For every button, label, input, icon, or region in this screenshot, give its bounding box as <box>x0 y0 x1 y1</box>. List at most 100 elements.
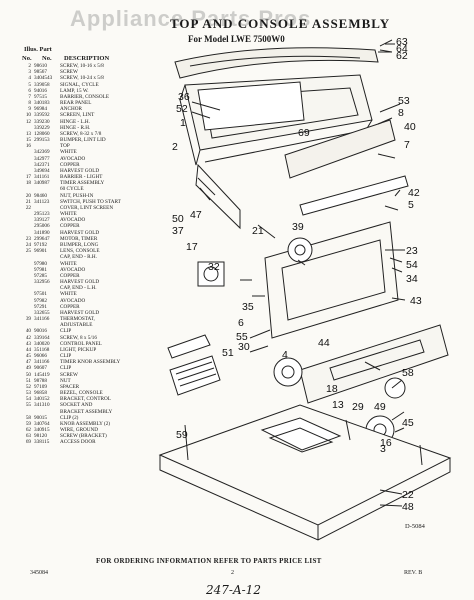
part-description: AVOCADO <box>60 297 86 304</box>
part-description: HARVEST GOLD <box>60 167 100 174</box>
part-description: CAP, END - R.H. <box>60 254 97 261</box>
parts-row: 97285 COPPER <box>18 273 168 279</box>
illus-no: 53 <box>25 390 31 397</box>
part-description: TIMER KNOB ASSEMBLY <box>60 359 121 366</box>
illus-no: 63 <box>25 433 31 440</box>
illus-header: Illus. Part <box>24 46 52 53</box>
illus-no: 43 <box>25 340 31 347</box>
part-no: 341161 <box>34 174 50 181</box>
callout-35: 35 <box>242 301 254 313</box>
part-no: 98610 <box>34 63 47 69</box>
part-description: SCREW (BRACKET) <box>60 433 107 440</box>
callout-3: 3 <box>380 443 386 455</box>
illus-no: 40 <box>25 328 31 335</box>
callout-2: 2 <box>172 141 178 153</box>
part-description: LIGHT, PICKUP <box>60 346 97 353</box>
callout-58: 58 <box>402 367 414 379</box>
part-description: SCREW, 10-24 x 5/8 <box>60 75 104 82</box>
rear-panel <box>284 119 396 179</box>
part-no: 339058 <box>34 81 50 88</box>
illus-no: 7 <box>28 93 31 100</box>
callout-44: 44 <box>318 337 330 349</box>
illus-no-header: No. <box>22 55 32 62</box>
part-description: HINGE - R.H. <box>60 124 91 131</box>
screw-13 <box>345 419 351 441</box>
part-description: HINGE - L.H. <box>60 118 90 125</box>
part-no: 341890 <box>34 229 50 236</box>
timer-knob <box>273 357 303 387</box>
watermark-text: Appliance Parts Pros <box>70 6 312 31</box>
part-description: COPPER <box>60 303 80 310</box>
part-description: AVOCADO <box>60 217 86 224</box>
callout-50: 50 <box>172 213 184 225</box>
callout-18: 18 <box>326 383 338 395</box>
part-description: COPPER <box>60 272 80 279</box>
part-no: 98120 <box>34 433 47 440</box>
ordering-note: FOR ORDERING INFORMATION REFER TO PARTS … <box>96 557 322 565</box>
part-no: 341166 <box>34 359 50 366</box>
illus-no: 45 <box>25 353 31 360</box>
illus-no: 3 <box>28 69 31 76</box>
part-no: 342369 <box>34 149 50 156</box>
part-no: 3404543 <box>34 75 53 82</box>
part-no: 341123 <box>34 198 50 205</box>
part-description: LENS, CONSOLE <box>60 248 100 255</box>
console-top-cap <box>174 47 379 79</box>
part-description: ANCHOR <box>60 106 82 113</box>
callout-42: 42 <box>408 187 420 199</box>
part-no: 299153 <box>34 137 50 144</box>
front-bezel-window <box>329 339 425 381</box>
illus-no: 9 <box>28 106 31 113</box>
callout-8: 8 <box>398 107 404 119</box>
handwritten-note: 247-A-12 <box>206 583 261 597</box>
part-description: TOP <box>60 143 70 150</box>
part-description: SIGNAL, CYCLE <box>60 81 99 88</box>
control-panel <box>264 221 399 339</box>
part-description: BRACKET ASSEMBLY <box>60 408 113 415</box>
illus-no: 52 <box>25 383 31 390</box>
illus-no: 17 <box>25 174 31 181</box>
part-no-header: No. <box>42 55 52 62</box>
part-no: 96984 <box>34 106 47 113</box>
illus-no: 8 <box>28 100 31 107</box>
part-no: 97285 <box>34 272 47 279</box>
callout-29: 29 <box>352 401 364 413</box>
page-number: 2 <box>231 570 234 576</box>
part-description: NUT <box>60 377 71 384</box>
diagram-code: D-5084 <box>405 523 425 530</box>
part-no: 97109 <box>34 383 47 390</box>
part-no: 98460 <box>34 192 47 199</box>
part-description: HARVEST GOLD <box>60 309 100 316</box>
illus-no: 21 <box>25 198 31 205</box>
part-description: COPPER <box>60 161 80 168</box>
illus-no: 2 <box>28 63 31 69</box>
part-description: BUMPER, LONG <box>60 241 99 248</box>
control-panel-inner <box>281 239 386 321</box>
part-no: 128060 <box>34 130 50 137</box>
parts-row: CAP, END - R.H. <box>18 254 168 260</box>
part-no: 341310 <box>34 402 50 409</box>
part-description: MOTOR, TIMER <box>60 235 98 242</box>
callout-23: 23 <box>406 245 418 257</box>
part-description: LAMP, 15 W. <box>60 87 89 94</box>
part-description: BARRIER, CONSOLE <box>60 93 109 100</box>
parts-row: CAP, END - L.H. <box>18 285 168 291</box>
